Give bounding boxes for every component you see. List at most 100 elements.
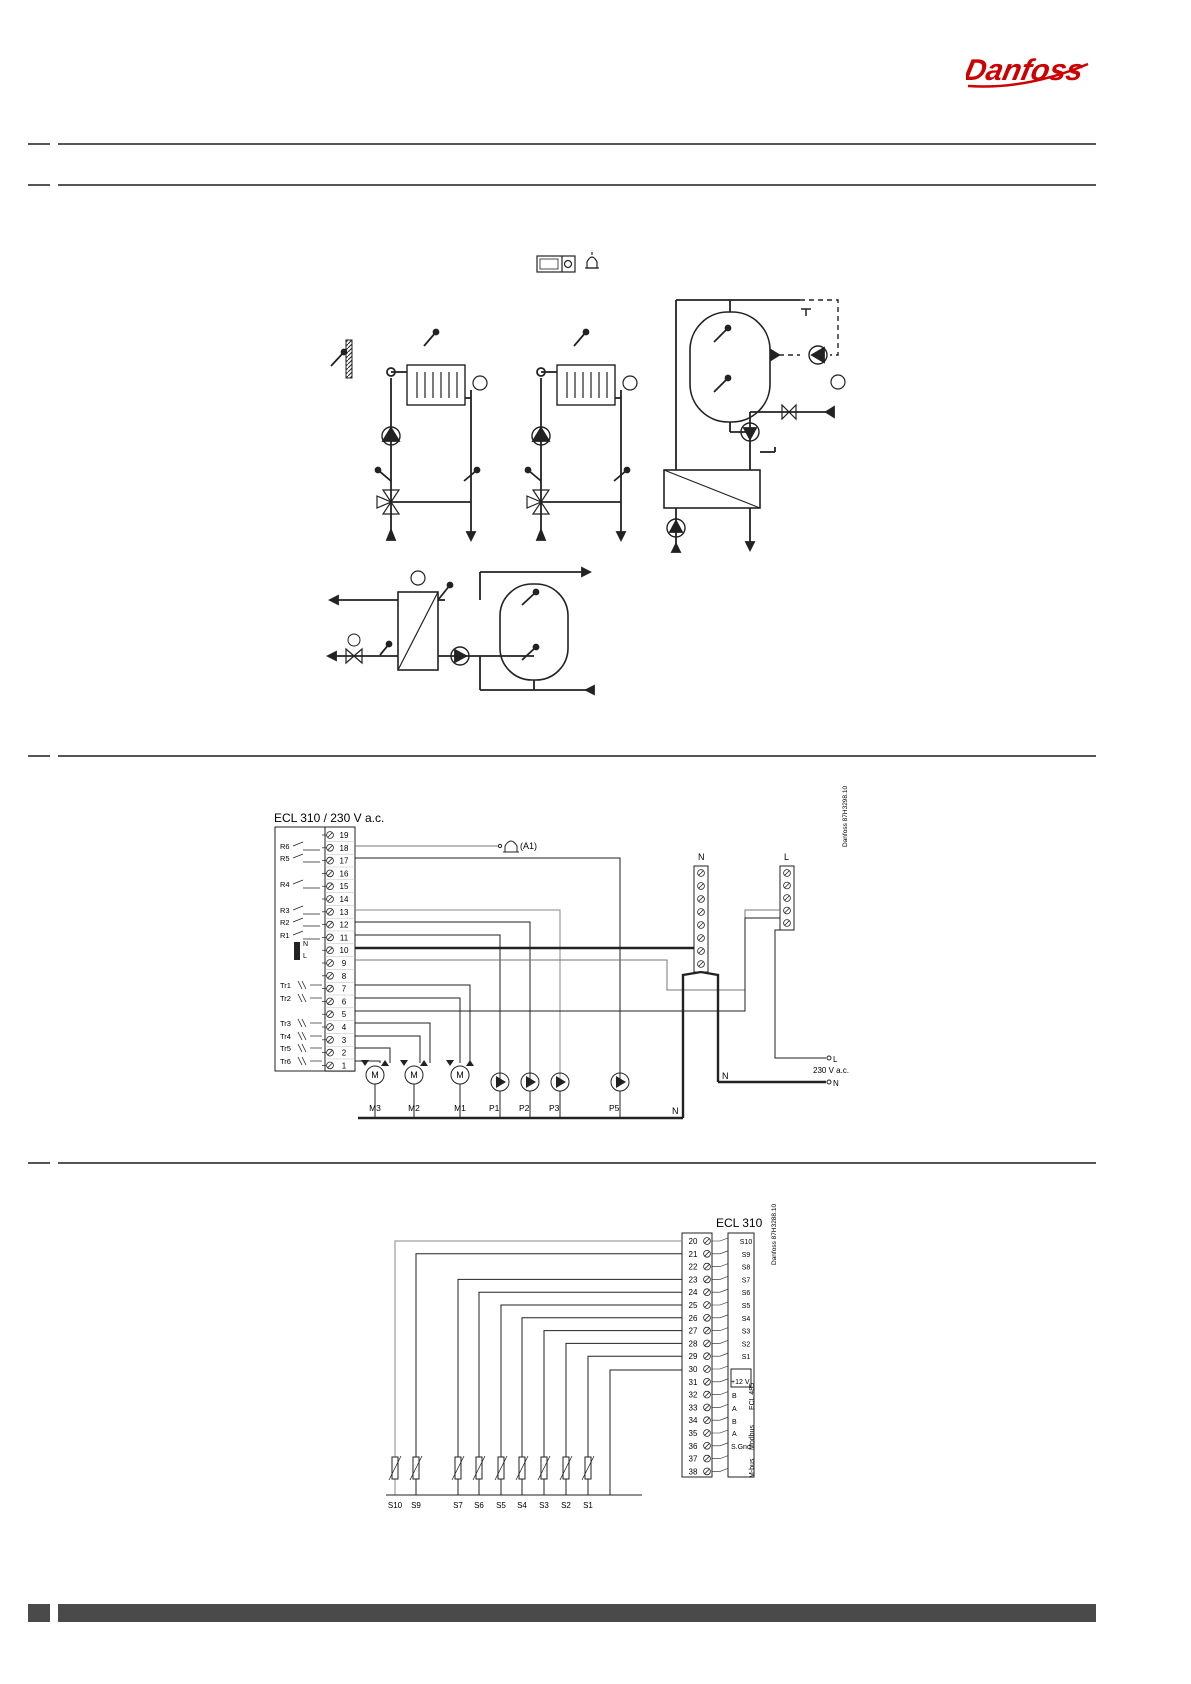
pump-label: P2 — [519, 1103, 530, 1113]
terminal-screw — [703, 1390, 711, 1399]
relay-label: R5 — [280, 854, 290, 863]
footer-bar — [58, 1604, 1096, 1622]
terminal-number: 24 — [689, 1288, 698, 1297]
section-rule-short — [28, 755, 50, 757]
terminal-number: 36 — [689, 1442, 698, 1451]
heating-circuit-1 — [374, 328, 488, 543]
sensor-label: S5 — [496, 1501, 506, 1510]
terminal-screw — [703, 1467, 711, 1476]
terminal-screw — [783, 894, 791, 902]
terminal-screw — [783, 906, 791, 915]
sensor-input-label: S5 — [742, 1303, 751, 1310]
pump-label: P1 — [489, 1103, 500, 1113]
terminal-screw — [697, 921, 705, 929]
ecl485-pin: A — [732, 1406, 737, 1413]
terminal-screw — [697, 882, 705, 890]
sensor-label: S4 — [517, 1501, 527, 1510]
sensor-input-label: S8 — [742, 1265, 751, 1272]
terminal-screw — [326, 843, 334, 852]
terminal-screw — [326, 1023, 334, 1031]
terminal-screw — [326, 831, 334, 839]
terminal-number: 3 — [342, 1036, 347, 1045]
sensor-input-label: S4 — [742, 1316, 751, 1323]
bus-terminals — [697, 869, 791, 968]
alarm-bell-icon — [585, 252, 599, 269]
controller-icon — [536, 255, 576, 273]
terminal-screw — [783, 919, 791, 927]
sensor-label: S9 — [411, 1501, 421, 1510]
modbus-label: Modbus — [749, 1425, 756, 1450]
ecl485-label: ECL 485 — [749, 1383, 756, 1410]
terminal-screw — [703, 1314, 711, 1322]
n-line-label: N — [722, 1071, 729, 1081]
section-rule — [58, 755, 1096, 757]
terminal-screw — [326, 946, 334, 954]
transformer-label: Tr6 — [280, 1057, 291, 1066]
sensor-label: S7 — [453, 1501, 463, 1510]
pump-label: P5 — [609, 1103, 620, 1113]
section-rule-short — [28, 1162, 50, 1164]
terminal-number: 5 — [342, 1010, 347, 1019]
terminal-number: 33 — [689, 1403, 698, 1412]
terminal-number: 23 — [689, 1275, 698, 1284]
section-rule — [58, 1162, 1096, 1164]
terminal-screw — [326, 997, 334, 1006]
terminal-number: 34 — [689, 1416, 698, 1425]
terminal-screw — [703, 1378, 711, 1386]
terminal-screw — [703, 1454, 711, 1463]
terminal-number: 27 — [689, 1327, 698, 1336]
relay-label: R3 — [280, 906, 290, 915]
terminal-screw — [697, 934, 705, 942]
terminal-number: 15 — [340, 882, 349, 891]
relay-label: R1 — [280, 931, 290, 940]
terminal-screw — [697, 869, 705, 877]
wiring-230v-code: Danfoss 87H3298.10 — [842, 786, 849, 847]
bus-l-label: L — [784, 852, 789, 862]
terminal-number: 14 — [340, 895, 349, 904]
terminal-screw — [326, 920, 334, 929]
dhw-storage-circuit — [663, 299, 846, 553]
terminal-screw — [703, 1365, 711, 1373]
sensor-label: S1 — [583, 1501, 593, 1510]
hydraulic-diagram — [325, 252, 846, 696]
terminal-number: 30 — [689, 1365, 698, 1374]
terminal-screw — [326, 1010, 334, 1018]
terminal-number: 8 — [342, 972, 347, 981]
terminal-number: 20 — [689, 1237, 698, 1246]
terminal-screw — [703, 1301, 711, 1309]
terminal-number: 32 — [689, 1391, 698, 1400]
terminal-number: 25 — [689, 1301, 698, 1310]
terminal-screw — [326, 959, 334, 967]
wiring-sensor-title: ECL 310 — [716, 1216, 763, 1230]
terminal-number: 16 — [340, 869, 349, 878]
terminal-screw — [326, 882, 334, 890]
motor-letter: M — [371, 1070, 379, 1080]
sensor-input-label: S3 — [742, 1329, 751, 1336]
terminal-screw — [703, 1416, 711, 1424]
terminal-number: 29 — [689, 1352, 698, 1361]
terminal-number: 35 — [689, 1429, 698, 1438]
wiring-230v-title: ECL 310 / 230 V a.c. — [274, 811, 384, 825]
actuator-label: M2 — [408, 1103, 420, 1113]
transformer-label: Tr2 — [280, 994, 291, 1003]
terminal-screw — [697, 895, 705, 903]
motor-letter: M — [456, 1070, 464, 1080]
terminal-number: 1 — [342, 1061, 347, 1070]
terminal-number: 22 — [689, 1263, 698, 1272]
mbus-label: M-bus — [749, 1458, 756, 1478]
terminal-number: 7 — [342, 985, 347, 994]
terminal-screw — [703, 1237, 711, 1245]
sensor-input-label: S10 — [740, 1239, 753, 1246]
supply-mark: L — [303, 953, 307, 960]
terminal-number: 2 — [342, 1049, 347, 1058]
transformer-label: Tr3 — [280, 1019, 291, 1028]
transformer-label: Tr1 — [280, 981, 291, 990]
sensor-label: S2 — [561, 1501, 571, 1510]
dhw-charging-circuit — [325, 566, 595, 696]
terminal-screw — [703, 1326, 711, 1335]
terminal-number: 37 — [689, 1455, 698, 1464]
terminal-number: 31 — [689, 1378, 698, 1387]
modbus-pin: A — [732, 1431, 737, 1438]
